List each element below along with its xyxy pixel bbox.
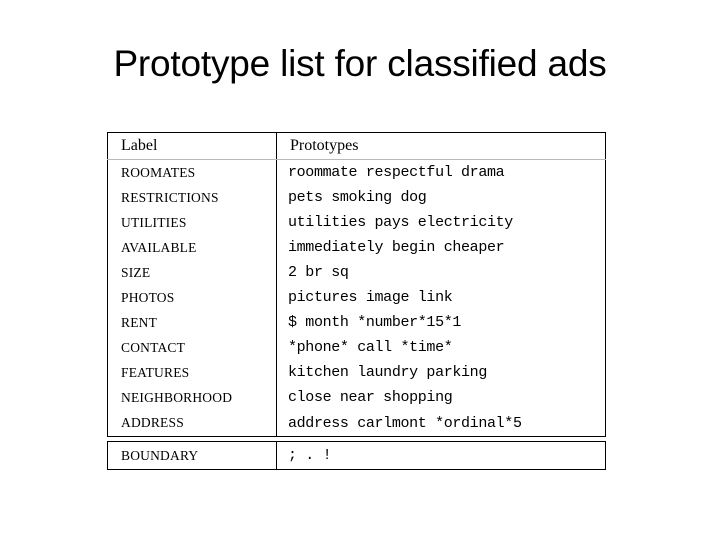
table-row: FEATURES kitchen laundry parking <box>107 360 606 385</box>
prototypes-value: 2 br sq <box>288 264 349 281</box>
page-title: Prototype list for classified ads <box>113 43 607 84</box>
label-value: SIZE <box>121 264 151 280</box>
table-row: RENT $ month *number*15*1 <box>107 310 606 335</box>
cell-label: RENT <box>107 310 277 335</box>
prototypes-value: pets smoking dog <box>288 189 427 206</box>
table-row: AVAILABLE immediately begin cheaper <box>107 235 606 260</box>
prototypes-value: $ month *number*15*1 <box>288 314 462 331</box>
prototypes-value: *phone* call *time* <box>288 339 453 356</box>
cell-label: PHOTOS <box>107 285 277 310</box>
cell-prototypes: pets smoking dog <box>277 185 606 210</box>
label-value: FEATURES <box>121 364 190 380</box>
table-row: UTILITIES utilities pays electricity <box>107 210 606 235</box>
cell-prototypes: close near shopping <box>277 385 606 410</box>
cell-label: NEIGHBORHOOD <box>107 385 277 410</box>
cell-label: UTILITIES <box>107 210 277 235</box>
prototypes-value: ; . ! <box>288 447 332 464</box>
prototypes-value: immediately begin cheaper <box>288 239 505 256</box>
label-value: AVAILABLE <box>121 239 197 255</box>
prototype-table: Label Prototypes ROOMATES roommate respe… <box>107 132 606 437</box>
table-header: Label Prototypes <box>107 132 606 160</box>
cell-prototypes: *phone* call *time* <box>277 335 606 360</box>
cell-label: ROOMATES <box>107 159 277 185</box>
cell-prototypes: 2 br sq <box>277 260 606 285</box>
cell-label: BOUNDARY <box>107 441 277 470</box>
cell-prototypes: immediately begin cheaper <box>277 235 606 260</box>
prototypes-value: roommate respectful drama <box>288 164 505 181</box>
cell-label: RESTRICTIONS <box>107 185 277 210</box>
label-value: RESTRICTIONS <box>121 189 219 205</box>
label-value: NEIGHBORHOOD <box>121 389 233 405</box>
cell-prototypes: roommate respectful drama <box>277 160 606 186</box>
table-row: ADDRESS address carlmont *ordinal*5 <box>107 410 606 437</box>
column-header-prototypes-text: Prototypes <box>290 137 359 154</box>
cell-prototypes: ; . ! <box>277 442 606 470</box>
prototype-table-container: Label Prototypes ROOMATES roommate respe… <box>107 132 606 470</box>
cell-label: SIZE <box>107 260 277 285</box>
boundary-row: BOUNDARY ; . ! <box>107 441 606 470</box>
column-header-label-text: Label <box>121 137 158 154</box>
cell-prototypes: $ month *number*15*1 <box>277 310 606 335</box>
column-header-prototypes: Prototypes <box>276 132 606 160</box>
cell-prototypes: address carlmont *ordinal*5 <box>277 410 606 437</box>
cell-label: AVAILABLE <box>107 235 277 260</box>
label-value: BOUNDARY <box>121 447 199 463</box>
prototypes-value: pictures image link <box>288 289 453 306</box>
table-row: CONTACT *phone* call *time* <box>107 335 606 360</box>
cell-prototypes: kitchen laundry parking <box>277 360 606 385</box>
table-header-row: Label Prototypes <box>107 132 606 160</box>
label-value: UTILITIES <box>121 214 187 230</box>
label-value: CONTACT <box>121 339 186 355</box>
cell-label: ADDRESS <box>107 410 277 437</box>
cell-label: FEATURES <box>107 360 277 385</box>
label-value: ADDRESS <box>121 415 184 430</box>
table-body: ROOMATES roommate respectful drama RESTR… <box>107 159 606 437</box>
prototypes-value: utilities pays electricity <box>288 214 513 231</box>
label-value: RENT <box>121 314 158 330</box>
table-row: NEIGHBORHOOD close near shopping <box>107 385 606 410</box>
prototypes-value: kitchen laundry parking <box>288 364 487 381</box>
cell-prototypes: pictures image link <box>277 285 606 310</box>
column-header-label: Label <box>107 132 277 160</box>
label-value: PHOTOS <box>121 289 175 305</box>
cell-label: CONTACT <box>107 335 277 360</box>
table-row: SIZE 2 br sq <box>107 260 606 285</box>
table-row: RESTRICTIONS pets smoking dog <box>107 185 606 210</box>
table-row: PHOTOS pictures image link <box>107 285 606 310</box>
label-value: ROOMATES <box>121 164 196 180</box>
table-row: ROOMATES roommate respectful drama <box>107 159 606 186</box>
prototypes-value: close near shopping <box>288 389 453 406</box>
prototypes-value: address carlmont *ordinal*5 <box>288 414 522 432</box>
cell-prototypes: utilities pays electricity <box>277 210 606 235</box>
boundary-table: BOUNDARY ; . ! <box>107 441 606 470</box>
